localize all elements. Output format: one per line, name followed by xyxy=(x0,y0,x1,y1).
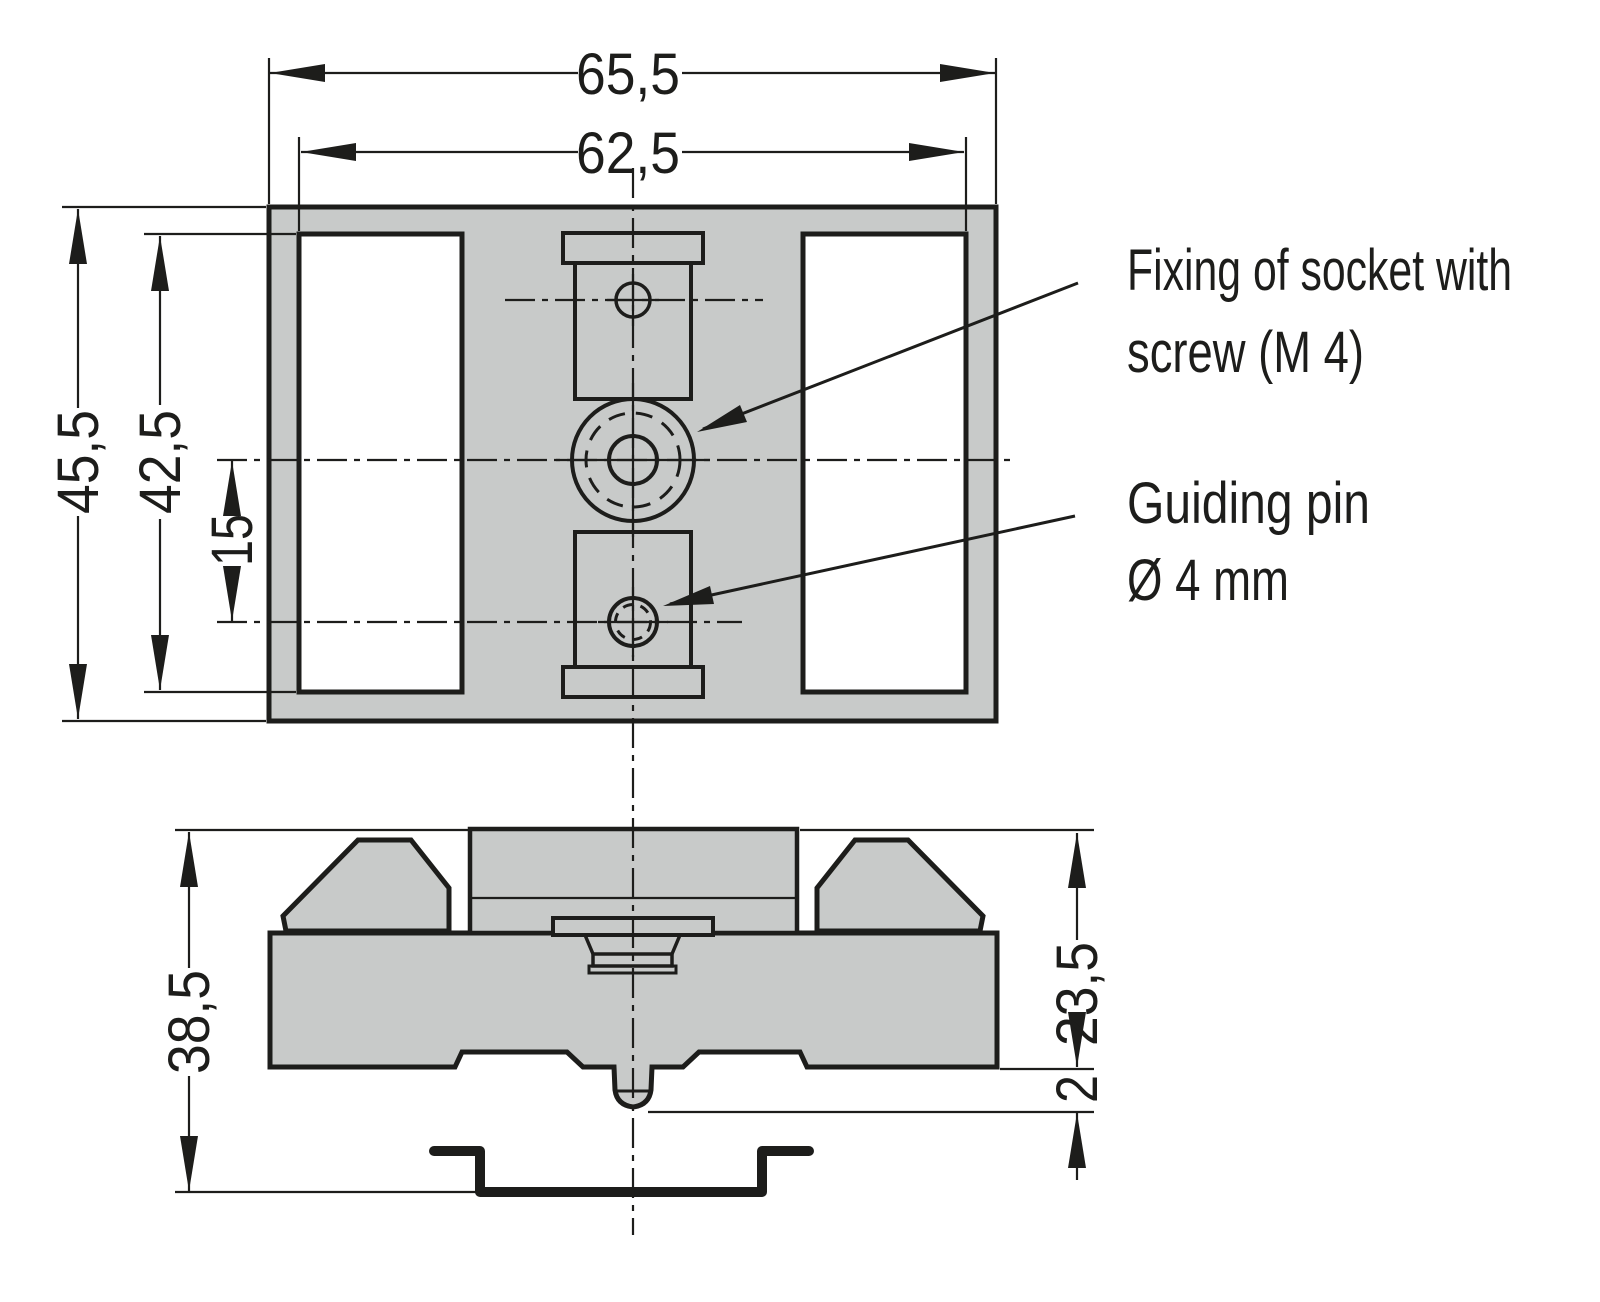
dim-pin-offset-label: 15 xyxy=(200,514,265,566)
dim-height-outer-label: 45,5 xyxy=(46,410,111,514)
left-clamp-wedge xyxy=(280,837,452,934)
guiding-annotation-line1: Guiding pin xyxy=(1127,471,1370,536)
extension-lines xyxy=(62,58,1094,1194)
callouts: Fixing of socket with screw (M 4) Guidin… xyxy=(663,238,1512,613)
dim-width-outer-label: 65,5 xyxy=(576,42,680,107)
guiding-leader-line xyxy=(669,514,1076,606)
dim-total-height-label: 38,5 xyxy=(157,970,222,1074)
dim-height-inner-label: 42,5 xyxy=(128,410,193,514)
guiding-annotation-line2: Ø 4 mm xyxy=(1127,548,1289,613)
right-cutout xyxy=(800,231,969,695)
fixing-leader-line xyxy=(702,281,1079,431)
dim-width-inner-label: 62,5 xyxy=(576,121,680,186)
fixing-leader-arrow xyxy=(697,405,747,432)
right-clamp-wedge xyxy=(814,837,986,934)
guiding-leader-arrow xyxy=(663,586,714,606)
dimension-lines: 65,5 62,5 45,5 42,5 15 38,5 23,5 2 xyxy=(46,42,1110,1194)
dim-pin-protrusion-label: 2 xyxy=(1045,1075,1110,1103)
fixing-annotation-line2: screw (M 4) xyxy=(1127,320,1364,385)
fixing-annotation-line1: Fixing of socket with xyxy=(1127,238,1512,303)
centerlines xyxy=(217,168,1010,1235)
dim-body-height-label: 23,5 xyxy=(1045,942,1110,1046)
dimension-arrowheads xyxy=(69,64,1086,1191)
din-rail-profile xyxy=(429,1146,814,1197)
left-cutout xyxy=(296,231,465,695)
